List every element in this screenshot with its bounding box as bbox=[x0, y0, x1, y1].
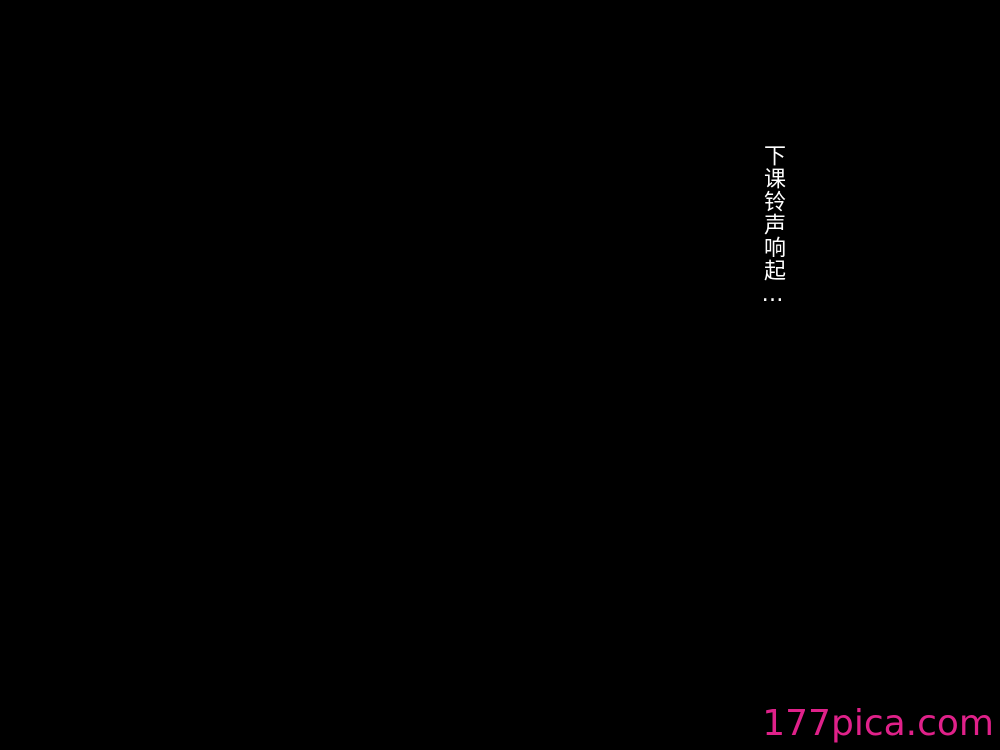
watermark: 177pica.com bbox=[762, 703, 994, 744]
narration-text: 下课铃声响起… bbox=[760, 144, 785, 308]
